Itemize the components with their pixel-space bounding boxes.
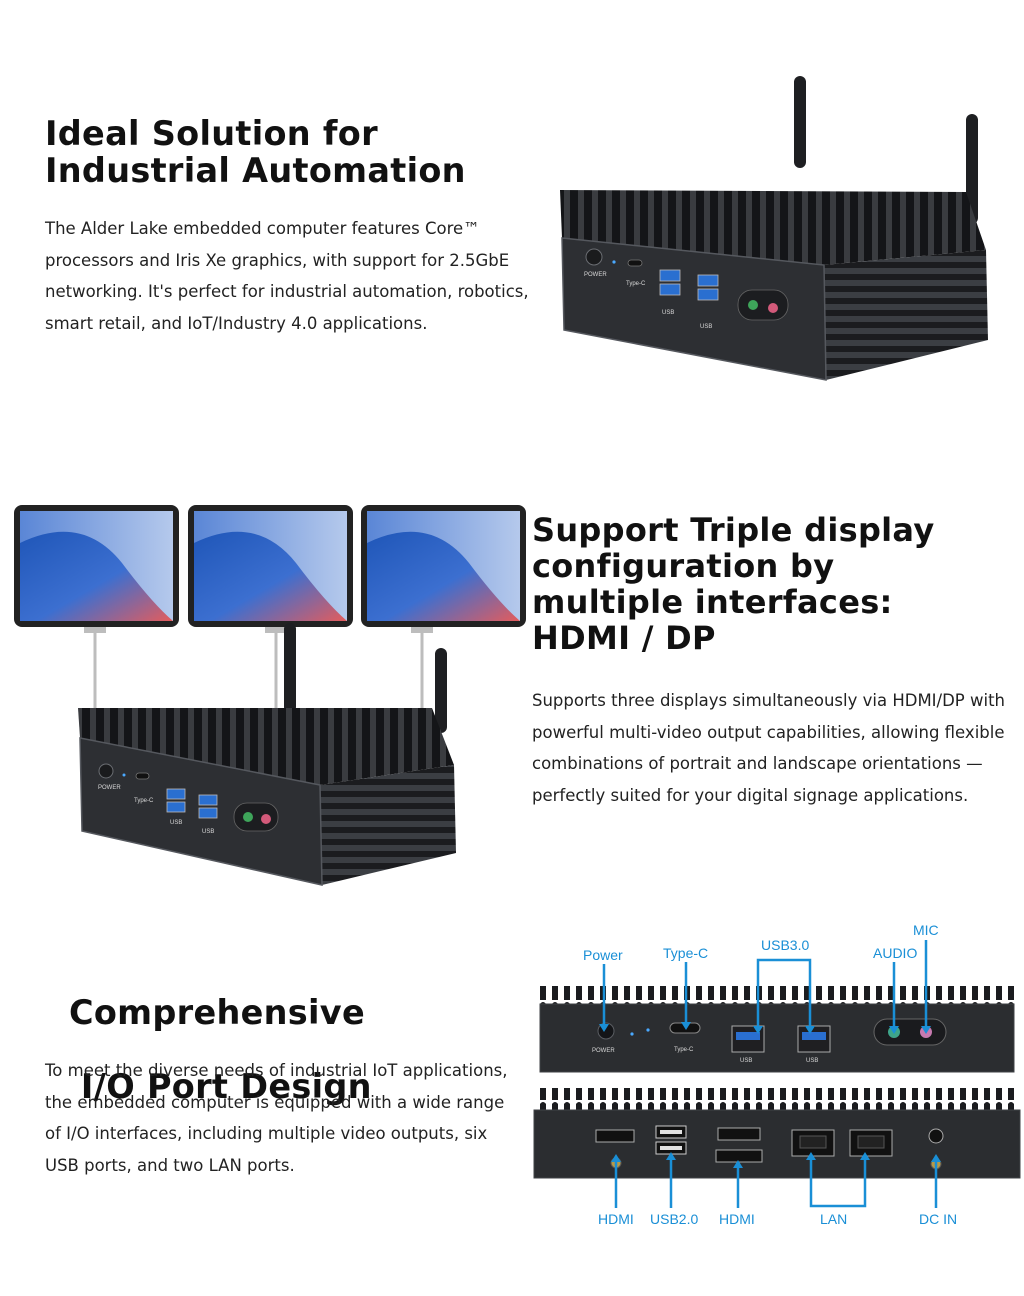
display-title: Support Triple display configuration by … [532,512,935,656]
io-front-usb-label-2: USB [806,1058,818,1064]
label-mic: MIC [913,922,939,938]
io-title-line2: I/O Port Design [68,1066,372,1106]
top-callout-lines [602,940,928,1030]
io-front-usb-label-1: USB [740,1058,752,1064]
display-front-power-label: POWER [98,785,121,791]
label-lan: LAN [820,1211,847,1227]
io-title: Comprehensive I/O Port Design [45,958,372,1105]
display-front-usb-label-2: USB [202,829,214,835]
monitor-3 [361,505,526,627]
bottom-callout-arrows [611,1152,941,1168]
front-usb-label-1: USB [662,310,674,316]
mini-pc-image: POWER Type-C USB USB [560,76,988,381]
label-type-c: Type-C [663,945,708,961]
label-hdmi-left: HDMI [598,1211,634,1227]
display-title-line4: HDMI / DP [532,619,716,657]
front-usb-label-2: USB [700,324,712,330]
display-description: Supports three displays simultaneously v… [532,691,1006,805]
top-callout-arrows [599,1022,931,1034]
front-power-label: POWER [584,272,607,278]
io-title-line1: Comprehensive [68,992,365,1032]
monitor-1 [14,505,179,627]
label-hdmi-right: HDMI [719,1211,755,1227]
display-front-usb-label-1: USB [170,820,182,826]
label-usb3: USB3.0 [761,937,809,953]
industrial-title: Ideal Solution for Industrial Automation [45,114,466,190]
io-front-typec-label: Type-C [674,1047,694,1053]
front-panel: POWER Type-C USB USB [539,986,1015,1073]
label-power: Power [583,947,623,963]
antenna-right [966,114,978,224]
antenna-left [794,76,806,168]
label-audio: AUDIO [873,945,917,961]
industrial-title-line1: Ideal Solution for [45,114,378,153]
io-description: To meet the diverse needs of industrial … [45,1061,508,1175]
front-typec-label: Type-C [626,281,646,287]
display-title-line2: configuration by [532,547,835,585]
display-title-line3: multiple interfaces: [532,583,893,621]
io-port-diagram: POWER Type-C USB USB [533,922,1021,1227]
monitor-2 [188,505,353,627]
triple-display-image: POWER Type-C USB USB [14,505,526,886]
display-title-line1: Support Triple display [532,511,935,549]
industrial-title-line2: Industrial Automation [45,150,466,190]
display-front-typec-label: Type-C [134,798,154,804]
rear-panel [533,1088,1021,1179]
bottom-callout-lines [614,1156,938,1208]
label-usb2: USB2.0 [650,1211,698,1227]
label-dc-in: DC IN [919,1211,957,1227]
industrial-description: The Alder Lake embedded computer feature… [45,219,529,333]
io-front-power-label: POWER [592,1048,615,1054]
